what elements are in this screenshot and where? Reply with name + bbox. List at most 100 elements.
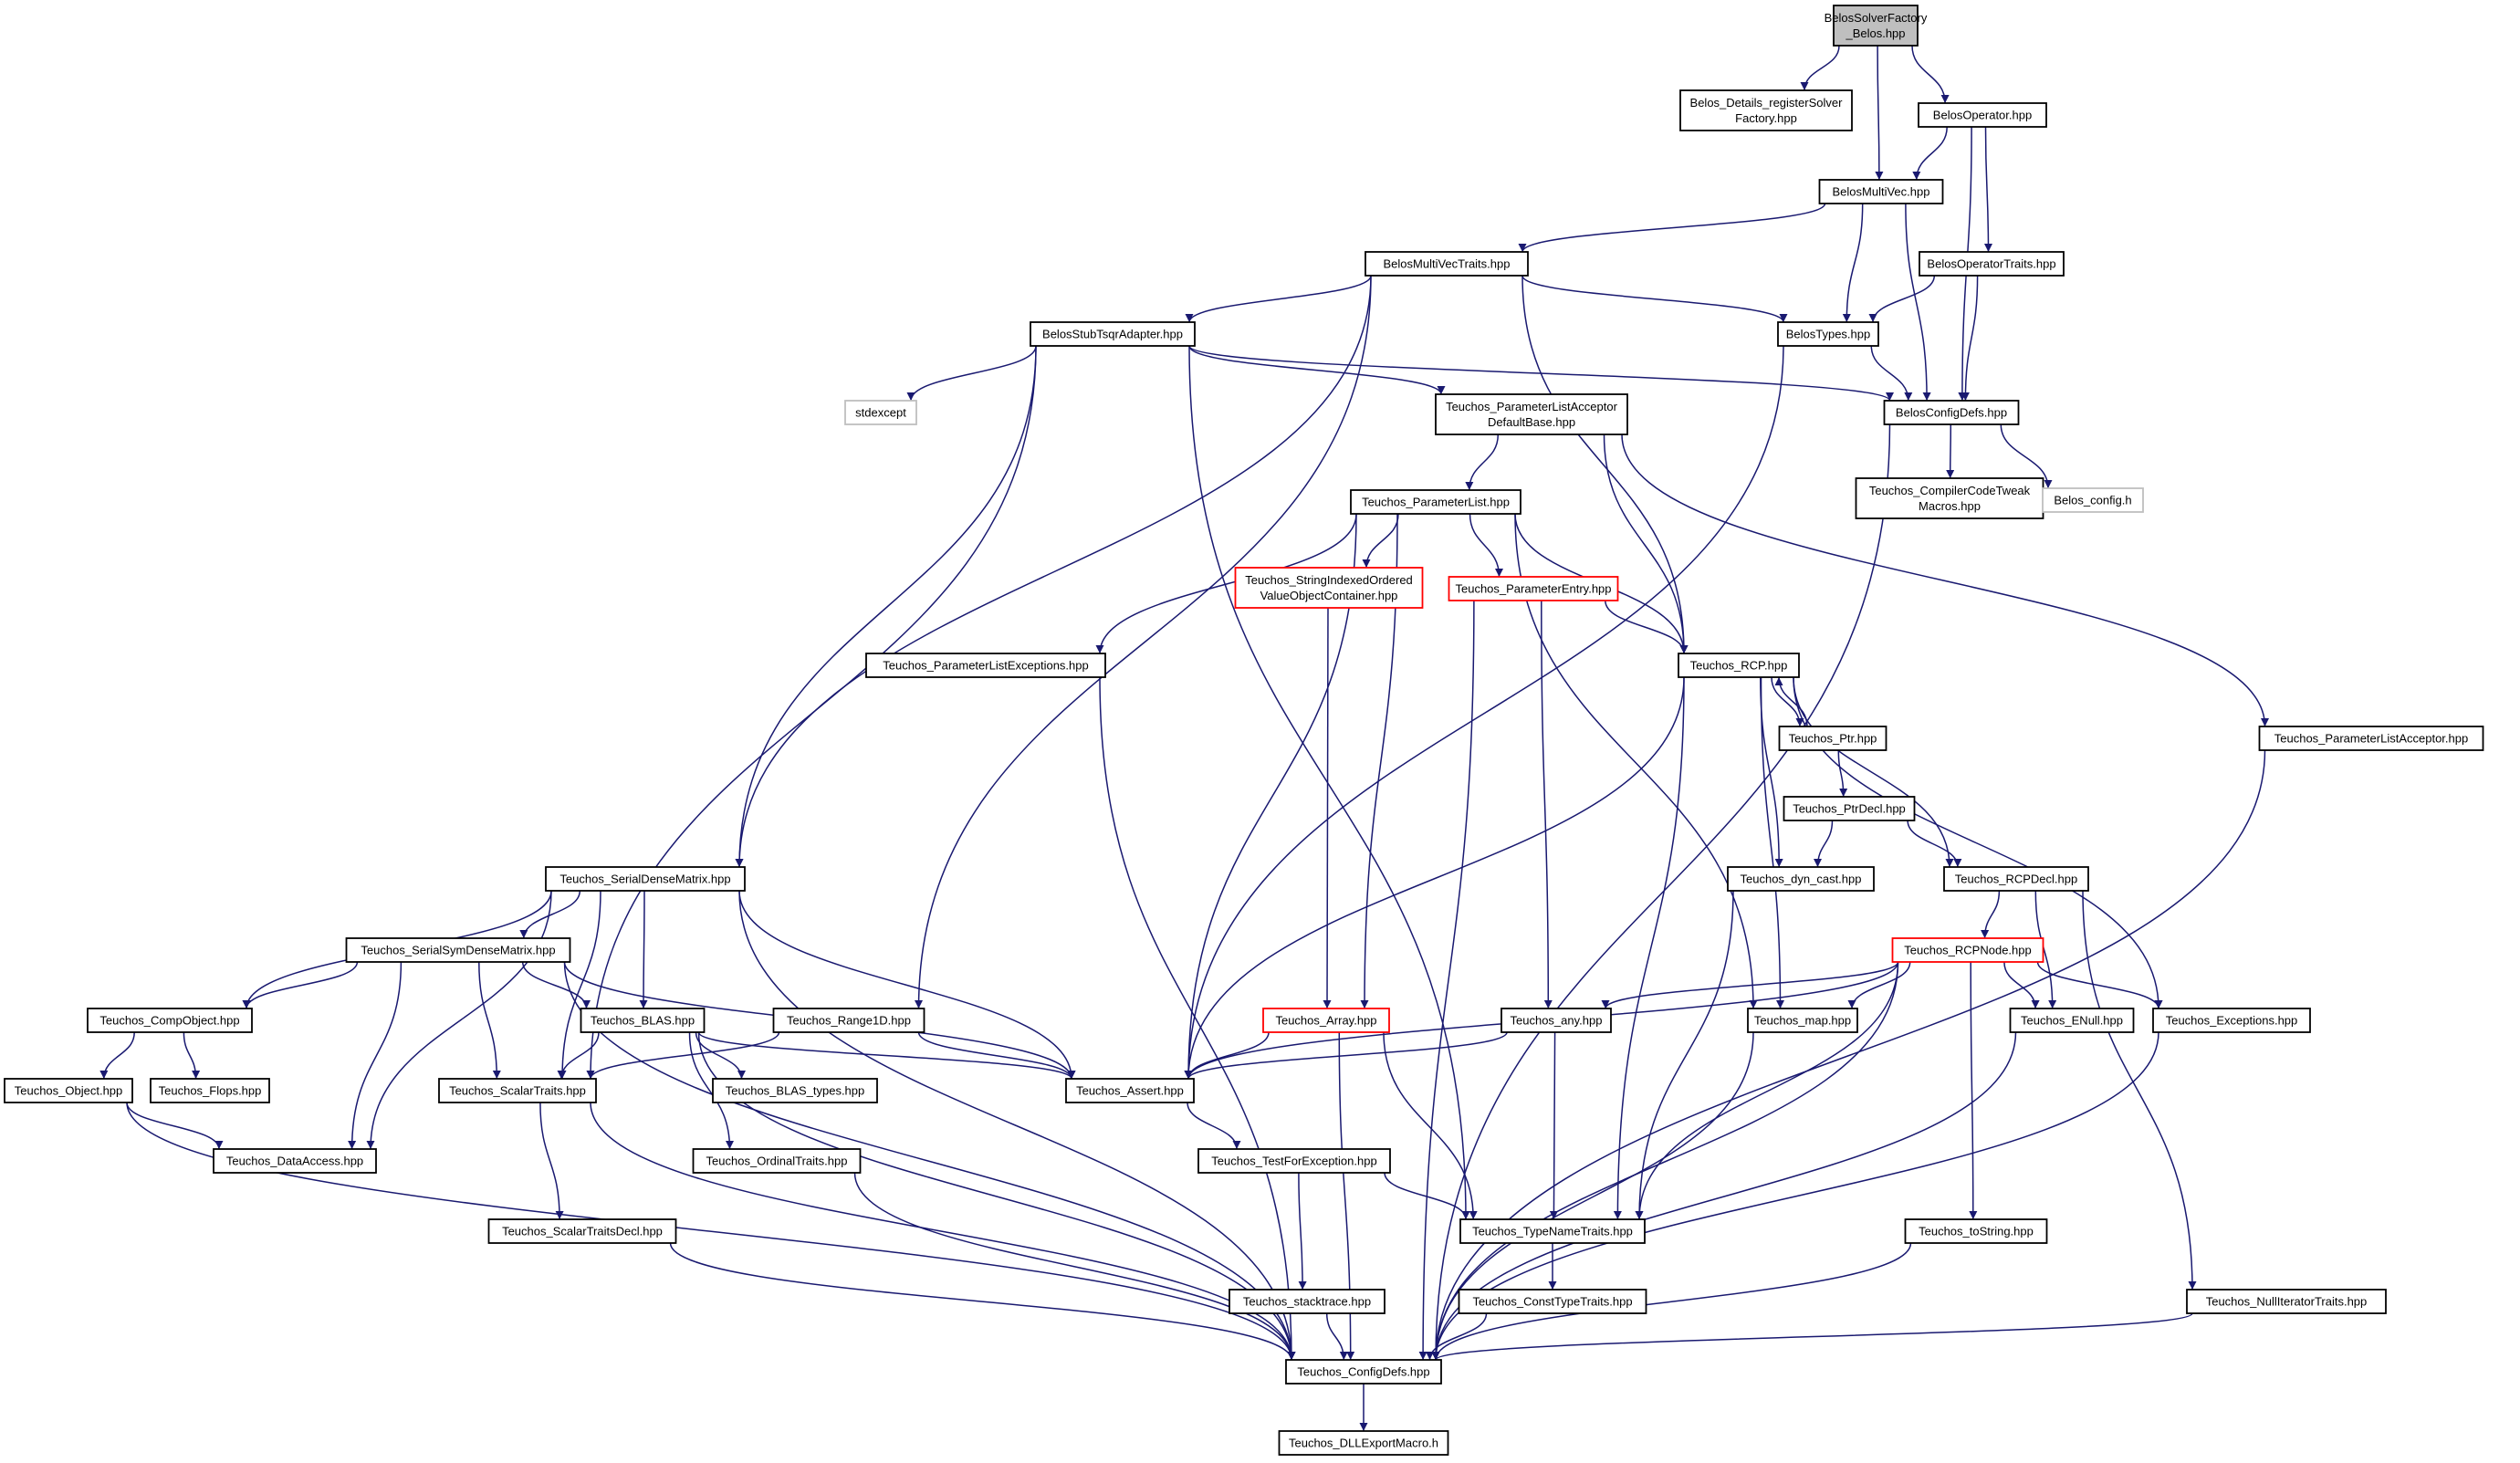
node-ConstTypeTraits[interactable]: Teuchos_ConstTypeTraits.hpp	[1458, 1289, 1647, 1314]
node-box[interactable]	[1500, 1008, 1612, 1033]
node-toString[interactable]: Teuchos_toString.hpp	[1904, 1218, 2048, 1244]
node-box[interactable]	[1365, 251, 1529, 277]
node-box[interactable]	[1904, 1218, 2048, 1244]
node-box[interactable]	[712, 1078, 878, 1103]
node-box[interactable]	[1919, 251, 2065, 277]
node-box[interactable]	[580, 1008, 706, 1033]
node-root[interactable]: BelosSolverFactory_Belos.hpp	[1825, 5, 1928, 47]
node-box[interactable]	[1679, 89, 1853, 131]
node-BelosMultiVecTraits[interactable]: BelosMultiVecTraits.hpp	[1365, 251, 1529, 277]
node-box[interactable]	[1778, 726, 1887, 751]
node-BelosOperator[interactable]: BelosOperator.hpp	[1918, 102, 2047, 128]
node-BLAS_types[interactable]: Teuchos_BLAS_types.hpp	[712, 1078, 878, 1103]
node-box[interactable]	[213, 1148, 377, 1174]
node-SerialDenseMatrix[interactable]: Teuchos_SerialDenseMatrix.hpp	[545, 866, 746, 892]
node-box[interactable]	[2258, 726, 2484, 751]
node-stacktrace[interactable]: Teuchos_stacktrace.hpp	[1229, 1289, 1385, 1314]
node-PLExceptions[interactable]: Teuchos_ParameterListExceptions.hpp	[865, 653, 1106, 678]
node-box[interactable]	[1891, 937, 2044, 963]
node-ParameterEntry[interactable]: Teuchos_ParameterEntry.hpp	[1448, 576, 1619, 601]
node-Belos_config[interactable]: Belos_config.h	[2042, 487, 2144, 513]
node-BelosOperatorTraits[interactable]: BelosOperatorTraits.hpp	[1919, 251, 2065, 277]
node-box[interactable]	[1943, 866, 2089, 892]
node-box[interactable]	[1030, 321, 1196, 347]
node-box[interactable]	[1833, 5, 1919, 47]
node-box[interactable]	[2042, 487, 2144, 513]
node-dyn_cast[interactable]: Teuchos_dyn_cast.hpp	[1727, 866, 1875, 892]
node-box[interactable]	[87, 1008, 253, 1033]
node-ScalarTraits[interactable]: Teuchos_ScalarTraits.hpp	[438, 1078, 597, 1103]
node-box[interactable]	[772, 1008, 925, 1033]
node-any[interactable]: Teuchos_any.hpp	[1500, 1008, 1612, 1033]
node-box[interactable]	[2186, 1289, 2387, 1314]
node-Array[interactable]: Teuchos_Array.hpp	[1262, 1008, 1390, 1033]
node-PtrDecl[interactable]: Teuchos_PtrDecl.hpp	[1783, 796, 1916, 821]
node-box[interactable]	[1678, 653, 1800, 678]
node-CompObject[interactable]: Teuchos_CompObject.hpp	[87, 1008, 253, 1033]
node-box[interactable]	[545, 866, 746, 892]
node-Exceptions[interactable]: Teuchos_Exceptions.hpp	[2152, 1008, 2311, 1033]
node-box[interactable]	[1777, 321, 1879, 347]
node-DLLExport[interactable]: Teuchos_DLLExportMacro.h	[1278, 1430, 1449, 1456]
node-map[interactable]: Teuchos_map.hpp	[1747, 1008, 1858, 1033]
node-NullIteratorTraits[interactable]: Teuchos_NullIteratorTraits.hpp	[2186, 1289, 2387, 1314]
node-BelosMultiVec[interactable]: BelosMultiVec.hpp	[1818, 179, 1944, 204]
node-BelosConfigDefs[interactable]: BelosConfigDefs.hpp	[1883, 400, 2020, 425]
node-box[interactable]	[1262, 1008, 1390, 1033]
node-Range1D[interactable]: Teuchos_Range1D.hpp	[772, 1008, 925, 1033]
node-box[interactable]	[1065, 1078, 1195, 1103]
node-box[interactable]	[844, 400, 917, 425]
node-BelosTypes[interactable]: BelosTypes.hpp	[1777, 321, 1879, 347]
node-Ptr[interactable]: Teuchos_Ptr.hpp	[1778, 726, 1887, 751]
node-BLAS[interactable]: Teuchos_BLAS.hpp	[580, 1008, 706, 1033]
node-ENull[interactable]: Teuchos_ENull.hpp	[2009, 1008, 2135, 1033]
node-RCP[interactable]: Teuchos_RCP.hpp	[1678, 653, 1800, 678]
node-box[interactable]	[2152, 1008, 2311, 1033]
node-box[interactable]	[2009, 1008, 2135, 1033]
node-StringIndexed[interactable]: Teuchos_StringIndexedOrderedValueObjectC…	[1234, 567, 1424, 609]
node-box[interactable]	[1350, 489, 1521, 515]
node-box[interactable]	[438, 1078, 597, 1103]
node-Flops[interactable]: Teuchos_Flops.hpp	[150, 1078, 270, 1103]
node-box[interactable]	[1229, 1289, 1385, 1314]
node-box[interactable]	[1459, 1218, 1646, 1244]
node-RCPDecl[interactable]: Teuchos_RCPDecl.hpp	[1943, 866, 2089, 892]
node-box[interactable]	[1783, 796, 1916, 821]
node-box[interactable]	[1234, 567, 1424, 609]
node-box[interactable]	[1918, 102, 2047, 128]
node-ParameterList[interactable]: Teuchos_ParameterList.hpp	[1350, 489, 1521, 515]
node-box[interactable]	[4, 1078, 133, 1103]
node-box[interactable]	[1855, 477, 2044, 519]
node-BelosStubTsqrAdapter[interactable]: BelosStubTsqrAdapter.hpp	[1030, 321, 1196, 347]
node-PLADefaultBase[interactable]: Teuchos_ParameterListAcceptorDefaultBase…	[1435, 393, 1628, 435]
node-box[interactable]	[150, 1078, 270, 1103]
node-box[interactable]	[1448, 576, 1619, 601]
node-DataAccess[interactable]: Teuchos_DataAccess.hpp	[213, 1148, 377, 1174]
node-box[interactable]	[1883, 400, 2020, 425]
node-box[interactable]	[692, 1148, 862, 1174]
node-RCPNode[interactable]: Teuchos_RCPNode.hpp	[1891, 937, 2044, 963]
node-box[interactable]	[865, 653, 1106, 678]
node-ScalarTraitsDecl[interactable]: Teuchos_ScalarTraitsDecl.hpp	[487, 1218, 677, 1244]
node-box[interactable]	[1747, 1008, 1858, 1033]
node-box[interactable]	[1727, 866, 1875, 892]
node-box[interactable]	[1278, 1430, 1449, 1456]
node-box[interactable]	[1458, 1289, 1647, 1314]
node-box[interactable]	[1435, 393, 1628, 435]
node-OrdinalTraits[interactable]: Teuchos_OrdinalTraits.hpp	[692, 1148, 862, 1174]
node-box[interactable]	[1197, 1148, 1391, 1174]
node-SerialSym[interactable]: Teuchos_SerialSymDenseMatrix.hpp	[345, 937, 571, 963]
node-Object[interactable]: Teuchos_Object.hpp	[4, 1078, 133, 1103]
node-ConfigDefs[interactable]: Teuchos_ConfigDefs.hpp	[1285, 1359, 1442, 1385]
node-box[interactable]	[345, 937, 571, 963]
node-box[interactable]	[1285, 1359, 1442, 1385]
node-box[interactable]	[1818, 179, 1944, 204]
node-PLAcceptor[interactable]: Teuchos_ParameterListAcceptor.hpp	[2258, 726, 2484, 751]
node-box[interactable]	[487, 1218, 677, 1244]
node-stdexcept[interactable]: stdexcept	[844, 400, 917, 425]
node-TestForException[interactable]: Teuchos_TestForException.hpp	[1197, 1148, 1391, 1174]
node-Assert[interactable]: Teuchos_Assert.hpp	[1065, 1078, 1195, 1103]
node-TypeNameTraits[interactable]: Teuchos_TypeNameTraits.hpp	[1459, 1218, 1646, 1244]
